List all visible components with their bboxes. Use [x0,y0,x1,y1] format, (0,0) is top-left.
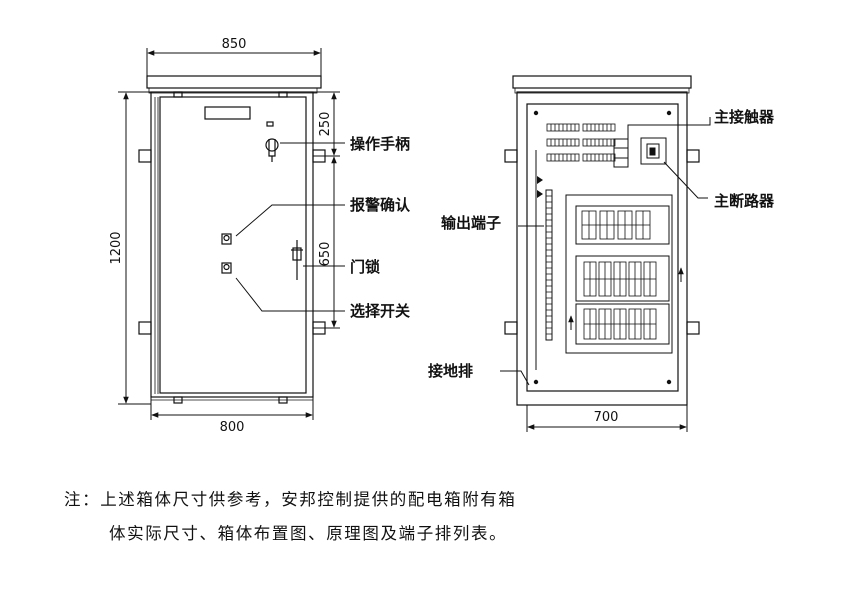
breaker-panel [565,194,673,354]
front-view [138,75,326,404]
label-door-lock: 门锁 [350,258,380,276]
front-leaders [235,142,345,312]
front-roof [146,75,322,89]
upper-terminal-blocks [546,123,616,162]
dim-250: 250 [318,112,333,137]
label-ground-bar: 接地排 [428,362,473,380]
internal-view [504,75,700,406]
label-operating-handle: 操作手柄 [350,135,410,153]
dim-650: 650 [318,242,333,267]
dim-700: 700 [594,410,619,425]
left-ear-top [138,149,152,163]
strip-arrows [537,176,543,198]
label-main-breaker: 主断路器 [714,192,775,210]
internal-leaders [500,117,711,386]
mounting-plate [526,103,679,392]
label-selector-switch: 选择开关 [350,302,410,320]
front-dimensions [118,48,340,420]
alarm-confirm-button-icon [221,233,232,245]
breaker-row-3 [575,303,670,345]
internal-dimensions [526,405,688,432]
label-output-terminal: 输出端子 [441,214,501,232]
main-contactor-icon [613,138,629,168]
internal-roof [512,75,692,89]
dim-1200: 1200 [109,231,124,264]
dim-800: 800 [220,420,245,435]
note-line-1: 注：上述箱体尺寸供参考，安邦控制提供的配电箱附有箱 [64,490,517,509]
breakers [581,210,657,340]
dim-850: 850 [222,37,247,52]
front-body [150,91,314,398]
breaker-row-2 [575,255,670,302]
door-lock-icon [291,240,303,280]
left-ear-bottom [138,321,152,335]
breaker-row-1 [575,205,670,245]
label-main-contactor: 主接触器 [714,108,775,126]
output-terminal-ticks [546,195,552,335]
nameplate [204,106,251,120]
front-door [159,96,307,394]
label-alarm-confirm: 报警确认 [350,196,411,214]
main-breaker-icon [640,137,667,165]
note-line-2: 体实际尺寸、箱体布置图、原理图及端子排列表。 [109,524,508,543]
selector-switch-icon [221,262,232,274]
panel-arrows [568,267,684,330]
operating-handle-icon [265,138,279,162]
output-terminal-strip [535,150,553,370]
internal-body [516,91,688,406]
